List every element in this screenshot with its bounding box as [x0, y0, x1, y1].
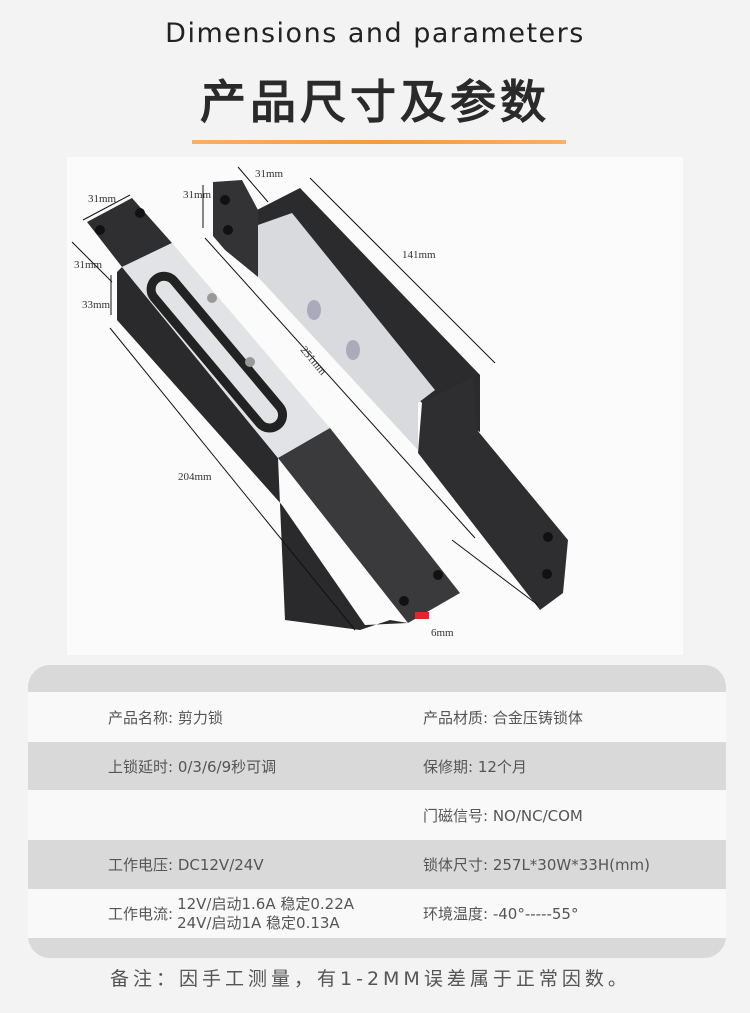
spec-current-12v: 12V/启动1.6A 稳定0.22A	[177, 894, 355, 913]
product-photo: 31mm 31mm 33mm 204mm 251mm 31mm 31mm 141…	[67, 157, 683, 655]
measurement-note: 备注：因手工测量，有1-2MM误差属于正常因数。	[110, 968, 631, 990]
spec-voltage: 工作电压: DC12V/24V	[108, 856, 264, 874]
table-row: 工作电压: DC12V/24V 锁体尺寸: 257L*30W*33H(mm)	[28, 840, 726, 889]
lock-side	[117, 267, 408, 630]
bracket-arm	[418, 377, 568, 610]
table-row: 上锁延时: 0/3/6/9秒可调 保修期: 12个月	[28, 742, 726, 790]
title-english: Dimensions and parameters	[165, 18, 585, 49]
spec-current-label: 工作电流:	[108, 905, 174, 923]
table-row: 工作电流: 12V/启动1.6A 稳定0.22A 24V/启动1A 稳定0.13…	[28, 889, 726, 938]
dim-overall-length: 251mm	[298, 344, 329, 378]
shear-lock-illustration: 31mm 31mm 33mm 204mm 251mm 31mm 31mm 141…	[71, 166, 568, 639]
dim-right-length: 141mm	[402, 249, 436, 261]
lock-top-plate	[87, 198, 172, 267]
bracket-plate	[213, 180, 258, 277]
spec-warranty: 保修期: 12个月	[423, 757, 527, 776]
dim-left-height: 33mm	[82, 299, 111, 311]
dimension-lines	[71, 166, 539, 631]
spec-lock-delay: 上锁延时: 0/3/6/9秒可调	[108, 757, 277, 776]
dim-right-width: 31mm	[255, 168, 284, 180]
spec-current-24v: 24V/启动1A 稳定0.13A	[177, 913, 340, 932]
spec-size: 锁体尺寸: 257L*30W*33H(mm)	[423, 856, 651, 874]
dim-left-width: 31mm	[88, 193, 117, 205]
spec-product-name: 产品名称: 剪力锁	[108, 708, 223, 727]
spec-temperature: 环境温度: -40°-----55°	[423, 905, 579, 923]
armature-silver	[258, 213, 435, 450]
title-chinese: 产品尺寸及参数	[200, 75, 550, 129]
electromagnet-slot	[146, 271, 288, 433]
table-row: 产品名称: 剪力锁 产品材质: 合金压铸锁体	[28, 692, 726, 742]
dim-gap: 6mm	[431, 627, 454, 639]
spec-door-signal: 门磁信号: NO/NC/COM	[423, 806, 583, 825]
dim-left-plate: 31mm	[74, 259, 103, 271]
dim-right-plate: 31mm	[183, 189, 212, 201]
title-underline	[192, 140, 566, 144]
table-row: 门磁信号: NO/NC/COM	[28, 790, 726, 840]
dim-left-length: 204mm	[178, 471, 212, 483]
lock-end-block	[278, 428, 460, 623]
spec-table: 产品名称: 剪力锁 产品材质: 合金压铸锁体 上锁延时: 0/3/6/9秒可调 …	[28, 665, 726, 958]
spec-current: 工作电流: 12V/启动1.6A 稳定0.22A 24V/启动1A 稳定0.13…	[108, 889, 354, 938]
spec-material: 产品材质: 合金压铸锁体	[423, 708, 583, 727]
gap-marker	[415, 612, 429, 619]
